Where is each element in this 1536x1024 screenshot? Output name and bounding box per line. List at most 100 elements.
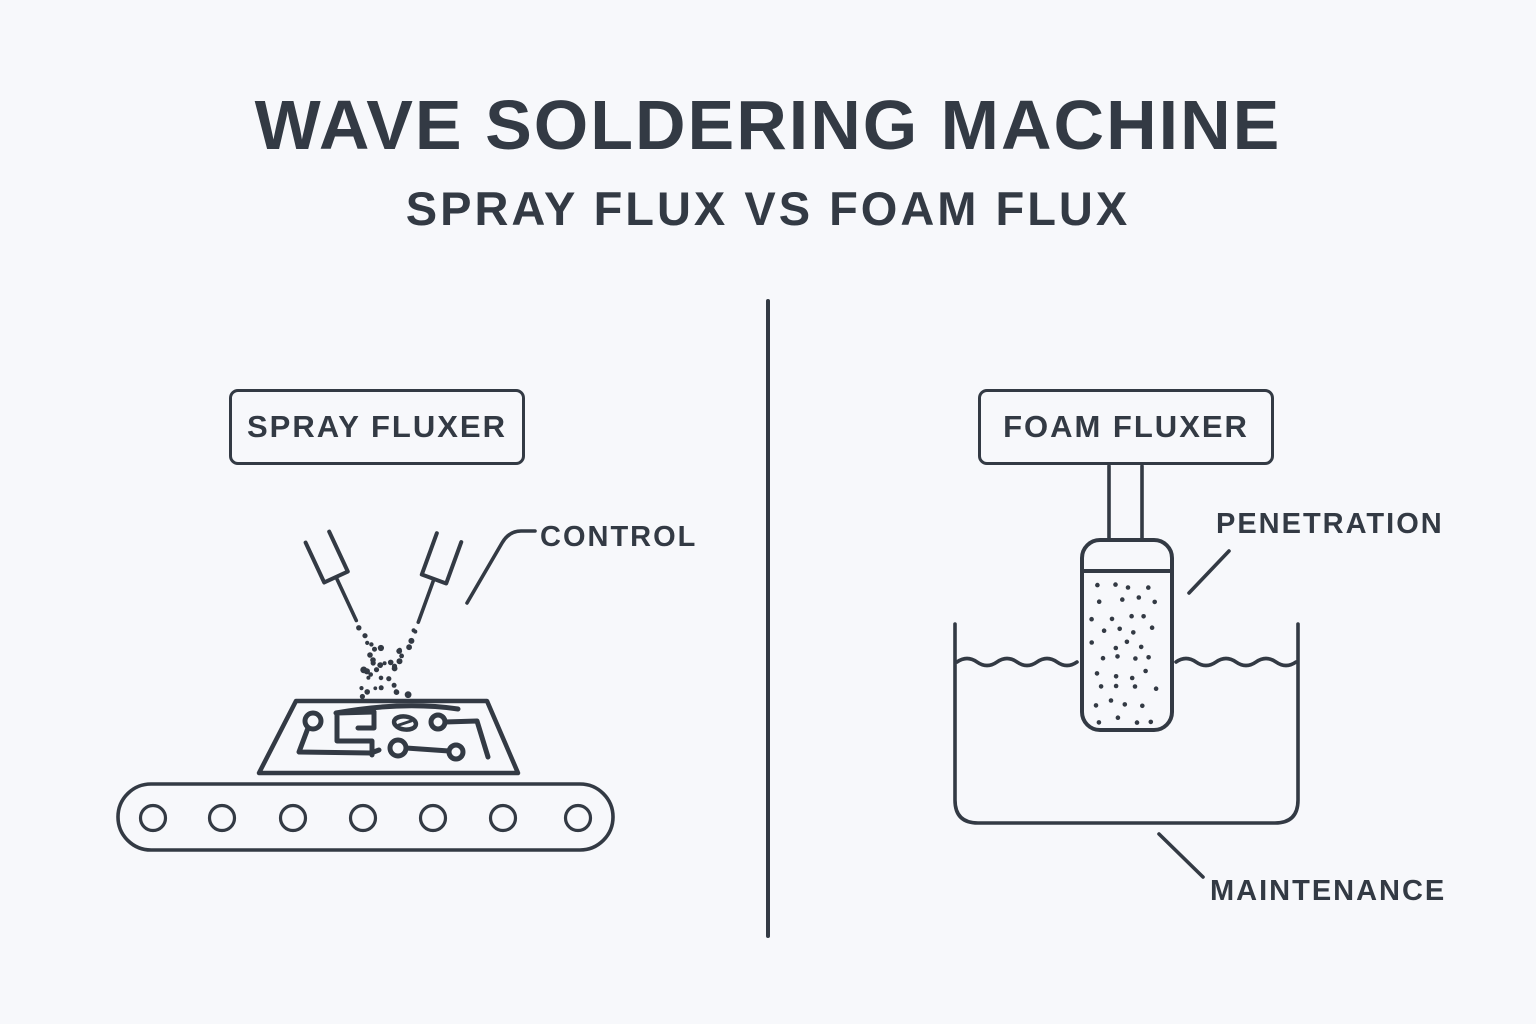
foam-dot	[1089, 640, 1094, 645]
foam-dot	[1115, 654, 1120, 659]
maintenance-leader-line	[1157, 832, 1205, 879]
foam-fluxer-label: FOAM FLUXER	[1003, 409, 1249, 444]
mist-dot	[393, 689, 400, 695]
control-label: CONTROL	[540, 521, 698, 553]
page-title: WAVE SOLDERING MACHINE	[254, 86, 1282, 164]
mist-dot	[377, 662, 384, 668]
foam-dot	[1146, 585, 1151, 590]
mist-dot	[370, 660, 376, 666]
spray-fluxer-diagram	[116, 529, 615, 852]
foam-dot	[1129, 613, 1134, 619]
foam-dot	[1095, 582, 1100, 588]
foam-dot	[1101, 628, 1107, 633]
trace-maze	[334, 709, 377, 758]
trace-line	[296, 725, 382, 756]
penetration-leader-line	[1187, 549, 1231, 595]
foam-dot	[1096, 599, 1102, 604]
conveyor-belt-icon	[116, 782, 615, 852]
nozzle-spray-line	[335, 577, 359, 623]
foam-dot	[1134, 720, 1140, 725]
foam-dot	[1131, 630, 1136, 635]
foam-dot	[1132, 684, 1138, 689]
page-subtitle: SPRAY FLUX VS FOAM FLUX	[405, 182, 1131, 235]
trace-line	[403, 745, 452, 754]
pcb-pad	[302, 710, 324, 732]
mist-dot	[367, 652, 373, 658]
foam-dot	[1141, 614, 1146, 619]
conveyor-roller-icon	[488, 803, 518, 833]
conveyor-rollers	[138, 803, 593, 833]
mist-dot	[408, 637, 415, 644]
foam-dot	[1152, 599, 1157, 605]
mist-dot	[391, 665, 398, 672]
tube-body	[1080, 538, 1174, 732]
mist-dot	[368, 672, 374, 677]
panel-divider	[766, 299, 770, 938]
foam-dot	[1113, 582, 1118, 587]
foam-dot	[1148, 719, 1154, 725]
conveyor-roller-icon	[138, 803, 168, 833]
foam-dot	[1113, 674, 1119, 679]
conveyor-roller-icon	[278, 803, 308, 833]
foam-dot	[1098, 684, 1104, 689]
mist-dot	[365, 640, 370, 646]
mist-dot	[369, 642, 374, 647]
mist-dot	[399, 653, 404, 659]
mist-dot	[396, 648, 403, 654]
mist-dot	[372, 646, 377, 652]
trace-line	[442, 718, 491, 760]
foam-dot	[1133, 656, 1138, 661]
mist-dot	[404, 691, 412, 699]
foam-dot	[1089, 616, 1094, 622]
mist-dot	[387, 659, 394, 666]
foam-dot	[1140, 703, 1145, 709]
foam-dot	[1096, 720, 1102, 725]
penetration-label: PENETRATION	[1216, 508, 1444, 540]
control-leader-line	[465, 529, 537, 605]
foam-dot	[1108, 698, 1114, 703]
mist-dot	[364, 689, 371, 695]
conveyor-roller-icon	[348, 803, 378, 833]
foam-dot	[1146, 655, 1151, 660]
mist-dot	[396, 658, 403, 665]
nozzle-body	[303, 529, 350, 585]
mist-dot	[359, 686, 364, 691]
foam-dot	[1143, 668, 1148, 674]
maintenance-label: MAINTENANCE	[1210, 875, 1447, 907]
foam-dot	[1115, 715, 1121, 720]
foam-dot	[1109, 616, 1115, 622]
conveyor-roller-icon	[207, 803, 237, 833]
foam-fluxer-diagram	[953, 464, 1300, 879]
foam-dot	[1100, 655, 1106, 661]
spray-mist-dots	[356, 625, 418, 700]
spray-fluxer-label: SPRAY FLUXER	[246, 409, 507, 444]
nozzle-body	[419, 531, 464, 586]
foam-dot	[1113, 683, 1119, 689]
mist-dot	[362, 633, 368, 639]
foam-dot	[1117, 626, 1122, 632]
trace-maze-hook	[355, 709, 377, 731]
foam-dot	[1094, 671, 1100, 676]
mist-dot	[377, 644, 384, 652]
mist-dot	[382, 661, 387, 666]
foam-bubbles-dots	[1089, 582, 1159, 725]
mist-dot	[413, 629, 418, 634]
foam-tube-icon	[1080, 538, 1174, 732]
foam-dot	[1149, 625, 1155, 630]
foam-dot	[1120, 597, 1125, 602]
foam-dot	[1122, 702, 1128, 707]
foam-dot	[1129, 675, 1135, 681]
mist-dot	[366, 675, 371, 680]
foam-dot	[1153, 686, 1159, 691]
mist-dot	[386, 676, 392, 682]
mist-dot	[373, 667, 380, 673]
spray-fluxer-label-box: SPRAY FLUXER	[229, 389, 525, 465]
pcb-pad	[446, 742, 466, 762]
foam-dot	[1125, 585, 1131, 590]
mist-dot	[359, 693, 365, 700]
pad-slash	[397, 719, 413, 727]
wave-right	[1174, 656, 1298, 668]
mist-dot	[356, 625, 362, 631]
nozzle-spray-line	[416, 579, 436, 625]
